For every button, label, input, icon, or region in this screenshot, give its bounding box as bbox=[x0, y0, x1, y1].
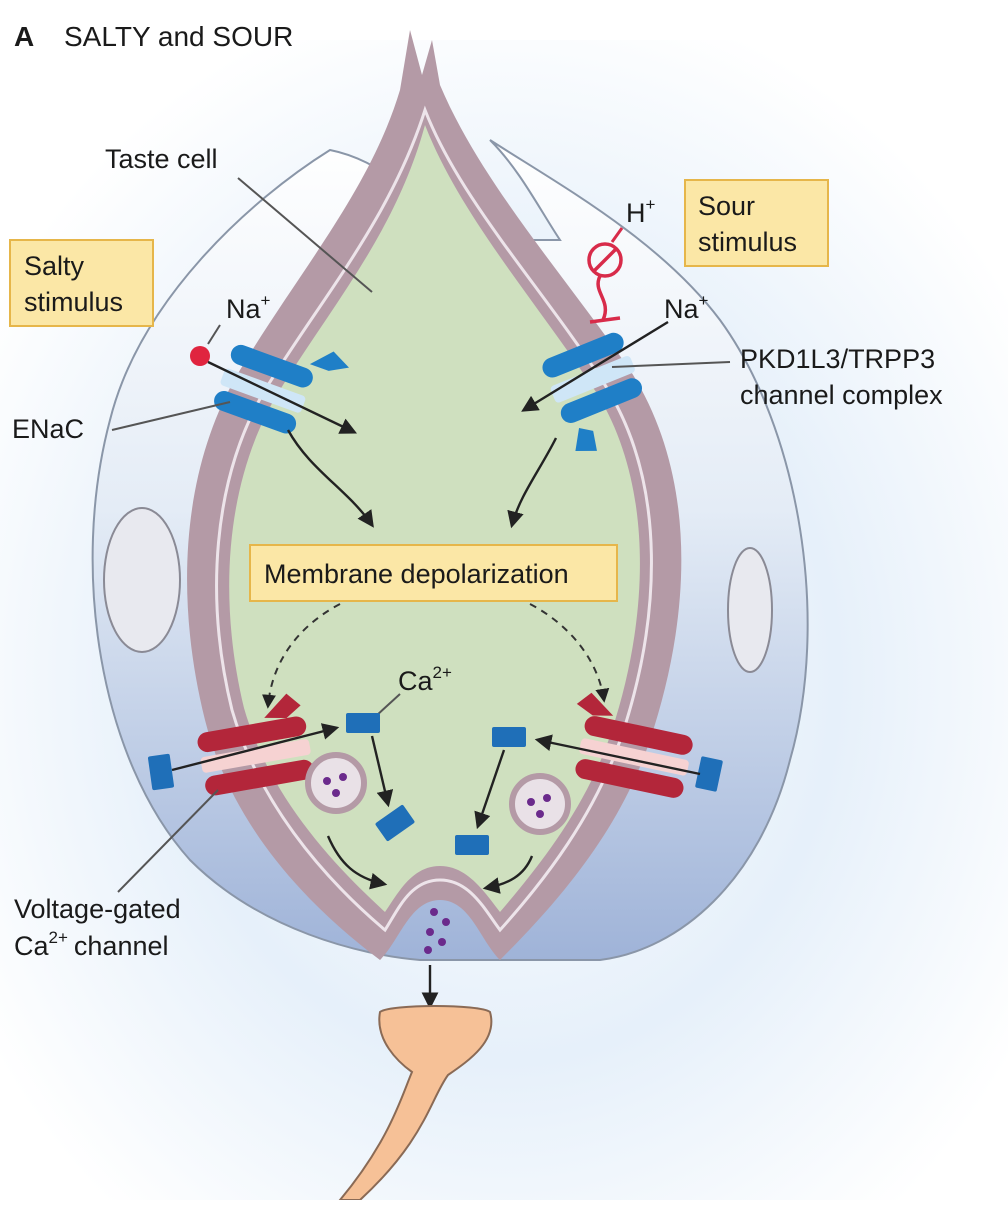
synaptic-vesicle-left bbox=[305, 752, 367, 814]
sour-stimulus-line1: Sour bbox=[698, 191, 755, 221]
arrow-calcium-influx-right bbox=[534, 734, 701, 776]
arrow-calcium-influx-left bbox=[171, 723, 340, 772]
leader-na-left bbox=[207, 324, 221, 345]
leader-enac bbox=[111, 401, 231, 431]
synaptic-vesicle-right bbox=[509, 773, 571, 835]
calcium-ion-inside-right bbox=[492, 727, 526, 747]
leader-vgcc bbox=[117, 789, 219, 893]
calcium-ion-inside-right-low bbox=[455, 835, 489, 855]
label-vgcc-line2: Ca2+channel bbox=[14, 928, 169, 961]
support-cell-nucleus-left bbox=[103, 507, 181, 653]
afferent-nerve-terminal bbox=[337, 1005, 493, 1201]
label-vgcc-line1: Voltage-gated bbox=[14, 894, 181, 924]
calcium-ion-outside-right bbox=[695, 756, 723, 792]
label-na-right: Na+ bbox=[664, 291, 709, 324]
inhibition-line bbox=[596, 275, 607, 321]
taste-cell-cytoplasm bbox=[229, 125, 640, 912]
arrow-calcium-left-down bbox=[370, 735, 394, 808]
calcium-channel-left bbox=[197, 693, 314, 796]
arrow-sodium-through-pkd bbox=[521, 320, 669, 412]
label-pkd-line1: PKD1L3/TRPP3 bbox=[740, 344, 935, 374]
sour-stimulus-line2: stimulus bbox=[698, 227, 797, 257]
inhibition-bar bbox=[589, 316, 621, 324]
no-symbol-icon bbox=[587, 242, 623, 278]
salty-stimulus-line2: stimulus bbox=[24, 287, 123, 317]
label-enac: ENaC bbox=[12, 414, 84, 444]
panel-letter: A bbox=[14, 21, 34, 52]
calcium-ion-inside-left-low bbox=[375, 805, 415, 841]
arrow-enac-to-depolarization bbox=[286, 429, 374, 528]
leader-pkd-channel bbox=[611, 361, 731, 368]
sodium-ion bbox=[190, 346, 210, 366]
leader-taste-cell bbox=[237, 177, 373, 293]
label-taste-cell: Taste cell bbox=[105, 144, 218, 174]
label-depolarization: Membrane depolarization bbox=[264, 559, 569, 589]
depolarization-box bbox=[249, 544, 618, 602]
leader-calcium bbox=[375, 693, 401, 717]
dashed-arrow-left bbox=[262, 603, 341, 709]
enac-channel bbox=[214, 344, 349, 434]
dashed-arrow-right bbox=[529, 603, 610, 703]
support-cell-nucleus-right bbox=[727, 547, 773, 673]
salty-stimulus-line1: Salty bbox=[24, 251, 85, 281]
calcium-ion-inside-left bbox=[346, 713, 380, 733]
arrow-sodium-through-enac bbox=[207, 360, 358, 434]
calcium-ion-outside-left bbox=[147, 753, 175, 791]
label-na-left: Na+ bbox=[226, 291, 271, 324]
salty-stimulus-box bbox=[9, 239, 154, 327]
no-symbol-slash bbox=[592, 247, 618, 273]
taste-cell-inner-membrane-line bbox=[215, 105, 653, 933]
arrow-vesicle-left-to-release bbox=[326, 835, 388, 890]
arrow-calcium-right-down bbox=[474, 749, 506, 830]
label-h-ion: H+ bbox=[626, 195, 656, 228]
sour-stimulus-box bbox=[684, 179, 829, 267]
leader-h-ion bbox=[610, 227, 624, 243]
panel-title: SALTY and SOUR bbox=[64, 21, 293, 52]
label-calcium: Ca2+ bbox=[398, 663, 452, 696]
label-pkd-line2: channel complex bbox=[740, 380, 943, 410]
arrow-pkd-to-depolarization bbox=[507, 437, 558, 529]
released-neurotransmitter bbox=[424, 908, 450, 954]
arrow-vesicle-right-to-release bbox=[482, 855, 534, 894]
